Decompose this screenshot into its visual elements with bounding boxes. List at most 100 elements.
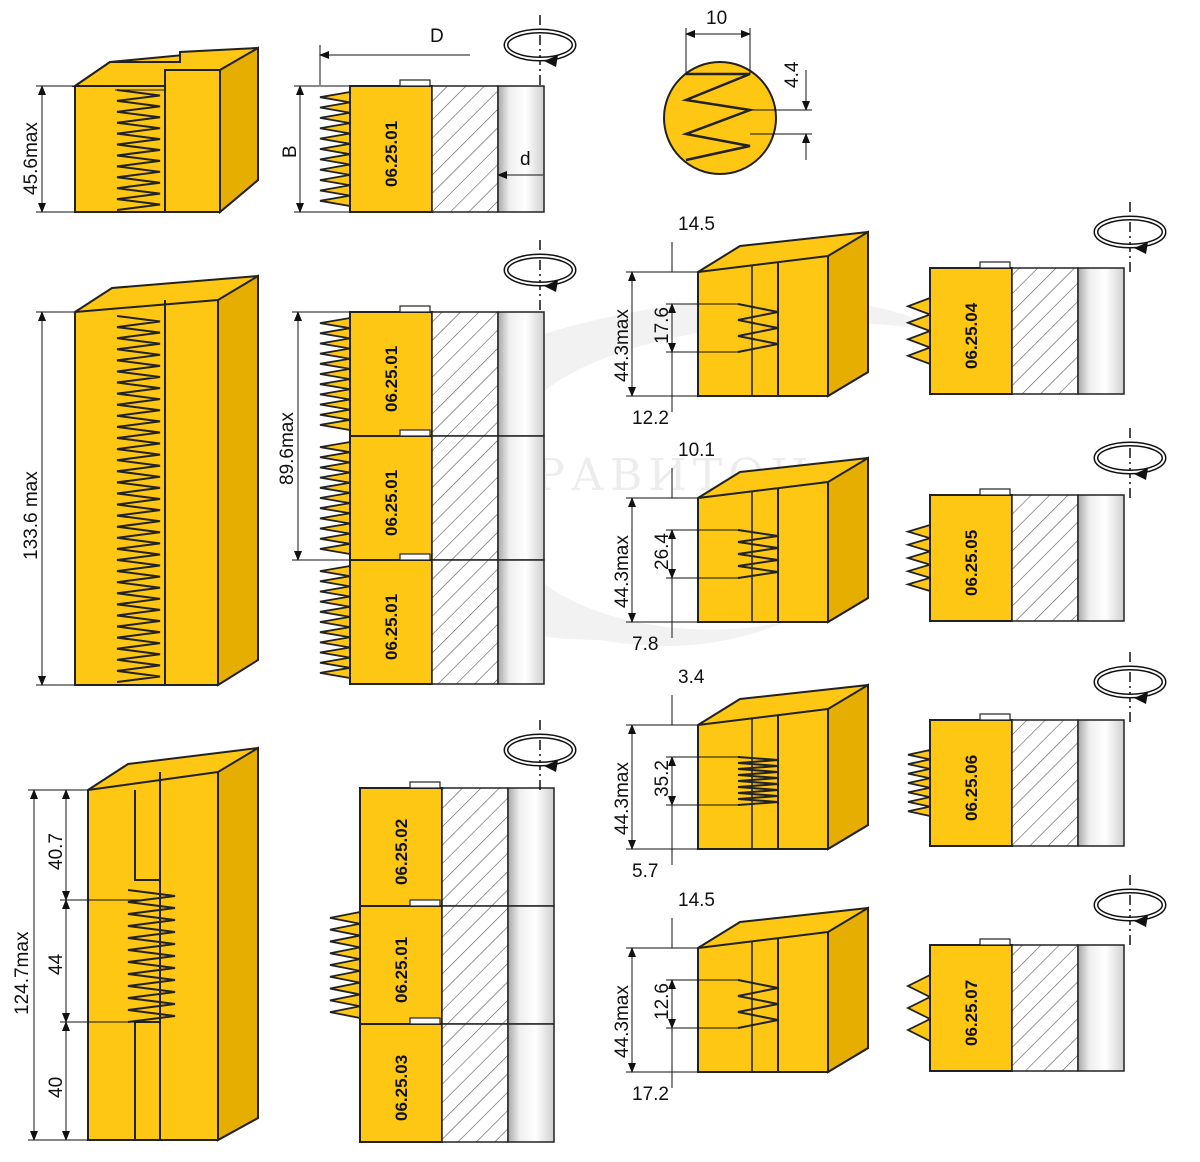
cutter-hub xyxy=(1011,944,1079,1072)
profile-bottom-label: 7.8 xyxy=(632,634,658,655)
profile-width-label: 14.5 xyxy=(678,214,715,235)
cutter-bore xyxy=(497,559,545,685)
cutter-bore-label: d xyxy=(520,149,531,170)
cutter-teeth xyxy=(319,316,351,432)
cutter-body: 06.25.01 xyxy=(319,79,545,213)
rotation-arrow-icon xyxy=(503,720,577,790)
cutter-bore xyxy=(497,85,545,213)
cutter-key xyxy=(399,79,431,87)
cutter-hub xyxy=(441,787,509,907)
cutter-body: 06.25.01 xyxy=(319,553,545,685)
finger-joint-profile xyxy=(127,889,176,1023)
cutter-diameter-label: D xyxy=(430,26,444,47)
p3-segment-middle-label: 44 xyxy=(46,953,67,975)
tooth-detail: 10 4.4 xyxy=(663,8,812,175)
cutter-code-label: 06.25.01 xyxy=(382,121,401,187)
cutter-code-label: 06.25.02 xyxy=(392,819,411,885)
finger-joint-profile xyxy=(116,89,161,211)
profile-max-label: 44.3max xyxy=(612,762,633,835)
cutter-bore xyxy=(1077,494,1125,622)
cutter-plate xyxy=(359,787,443,907)
cutter-teeth xyxy=(905,296,933,366)
cutter-bore xyxy=(507,787,555,907)
cutter-teeth xyxy=(329,910,361,1020)
cutter-teeth xyxy=(319,564,351,680)
p3-height-label: 124.7max xyxy=(12,931,33,1015)
cutter-key xyxy=(399,429,431,437)
p1-height-label: 45.6max xyxy=(21,122,42,195)
rotation-arrow-icon xyxy=(1093,875,1167,945)
cutter-code-label: 06.25.01 xyxy=(382,470,401,536)
cutter-key xyxy=(979,261,1011,269)
cutter-key xyxy=(979,713,1011,721)
cutter-bore xyxy=(1077,944,1125,1072)
cutter-bore xyxy=(1077,267,1125,395)
profile-tooth-label: 26.4 xyxy=(652,533,673,570)
finger-joint-profile xyxy=(737,979,779,1029)
cutter-body: 06.25.01 xyxy=(329,899,555,1025)
tooth-depth-label: 4.4 xyxy=(782,61,803,88)
cutter-hub xyxy=(441,1023,509,1143)
profile-tooth-label: 35.2 xyxy=(652,760,673,797)
cutter-bore xyxy=(1077,719,1125,847)
cutter-plate xyxy=(349,435,433,561)
cutter-body: 06.25.07 xyxy=(905,938,1125,1072)
finger-joint-profile xyxy=(737,756,779,806)
p3-segment-bottom-label: 40 xyxy=(46,1077,67,1098)
cutter-plate xyxy=(929,719,1013,847)
cutter-code-label: 06.25.01 xyxy=(382,594,401,660)
p3-segment-top-label: 40.7 xyxy=(46,833,67,870)
rotation-arrow-icon xyxy=(1093,652,1167,722)
cutter-teeth xyxy=(904,523,934,593)
p2-height-label: 133.6 max xyxy=(21,471,42,560)
cutter-teeth xyxy=(319,440,351,556)
cutter-key xyxy=(979,488,1011,496)
cutter-stack-2: 06.25.02 06.25.01 06.25.03 xyxy=(329,781,555,1143)
profile-bottom-label: 12.2 xyxy=(632,408,669,429)
finger-joint-profile xyxy=(737,529,779,579)
profile-bottom-label: 17.2 xyxy=(632,1084,669,1105)
rotation-arrow-icon xyxy=(503,240,577,310)
profile-max-label: 44.3max xyxy=(612,309,633,382)
cutter-key xyxy=(409,1017,441,1025)
rotation-arrow-icon xyxy=(1093,428,1167,498)
cutter-code-label: 06.25.05 xyxy=(962,530,981,596)
cutter-stack-1: 89.6max 06.25.01 06.25.01 06.25.01 xyxy=(277,305,545,685)
profile-block-3: 124.7max 40.7 44 40 xyxy=(12,746,259,1142)
profile-block-4: 14.5 44.3max 17.6 12.2 xyxy=(612,214,869,429)
cutter-hub xyxy=(431,311,499,437)
profile-width-label: 14.5 xyxy=(678,890,715,911)
rotation-arrow-icon xyxy=(1093,202,1167,272)
cutter-hub xyxy=(431,435,499,561)
cutter-bore xyxy=(507,905,555,1025)
cutter-hub xyxy=(1011,494,1079,622)
cutter-hub xyxy=(1011,719,1079,847)
cutter-code-label: 06.25.07 xyxy=(962,980,981,1046)
cutter-bore xyxy=(507,1023,555,1143)
cutter-plate xyxy=(349,559,433,685)
cutter-plate xyxy=(929,267,1013,395)
profile-tooth-label: 17.6 xyxy=(652,307,673,344)
cutter-key xyxy=(399,305,431,313)
cutter-body: 06.25.01 xyxy=(319,305,545,437)
cutter-bore xyxy=(497,435,545,561)
cutter-height-label: B xyxy=(280,145,301,158)
cutter-code-label: 06.25.01 xyxy=(382,346,401,412)
cutter-key xyxy=(979,938,1011,946)
cutter-teeth xyxy=(319,90,351,208)
cutter-plate xyxy=(349,311,433,437)
cutter-teeth xyxy=(905,973,933,1043)
profile-max-label: 44.3max xyxy=(612,535,633,608)
stack1-height-label: 89.6max xyxy=(277,412,298,485)
rotation-arrow-icon xyxy=(503,15,577,85)
cutter-key xyxy=(409,781,441,789)
cutter-code-label: 06.25.03 xyxy=(392,1055,411,1121)
finger-joint-profile xyxy=(737,303,779,353)
tooth-pitch-label: 10 xyxy=(706,8,727,29)
cutter-body: 06.25.03 xyxy=(359,1017,555,1143)
cutter-body: 06.25.06 xyxy=(907,713,1125,847)
